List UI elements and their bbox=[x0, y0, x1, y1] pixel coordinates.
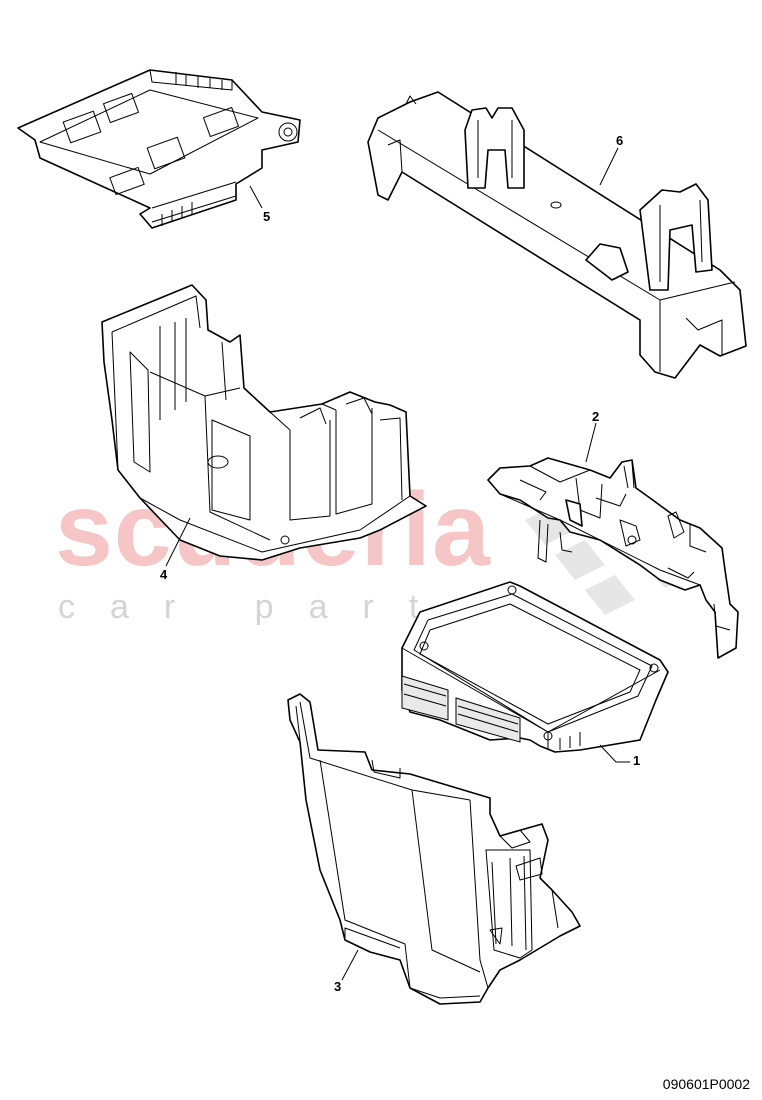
leader-2 bbox=[585, 422, 597, 463]
leader-lines bbox=[165, 147, 630, 981]
part-4-carrier bbox=[101, 284, 427, 561]
callout-1: 1 bbox=[633, 753, 641, 768]
callout-4: 4 bbox=[160, 567, 168, 582]
part-2-clip-bracket bbox=[487, 457, 739, 659]
watermark-tagline: car parts bbox=[58, 588, 506, 626]
callout-2: 2 bbox=[592, 409, 600, 424]
leader-5 bbox=[249, 185, 263, 209]
callout-5: 5 bbox=[263, 209, 271, 224]
part-6-holder bbox=[367, 91, 747, 379]
leader-4 bbox=[165, 517, 191, 567]
leader-1 bbox=[599, 744, 630, 763]
leader-6 bbox=[599, 147, 619, 186]
part-5-bracket-plate bbox=[17, 69, 301, 229]
document-id: 090601P0002 bbox=[662, 1076, 750, 1092]
callout-3: 3 bbox=[334, 979, 342, 994]
callout-6: 6 bbox=[616, 133, 624, 148]
leader-3 bbox=[341, 949, 359, 981]
part-1-control-unit bbox=[401, 581, 669, 753]
part-3-tray bbox=[287, 693, 581, 1005]
